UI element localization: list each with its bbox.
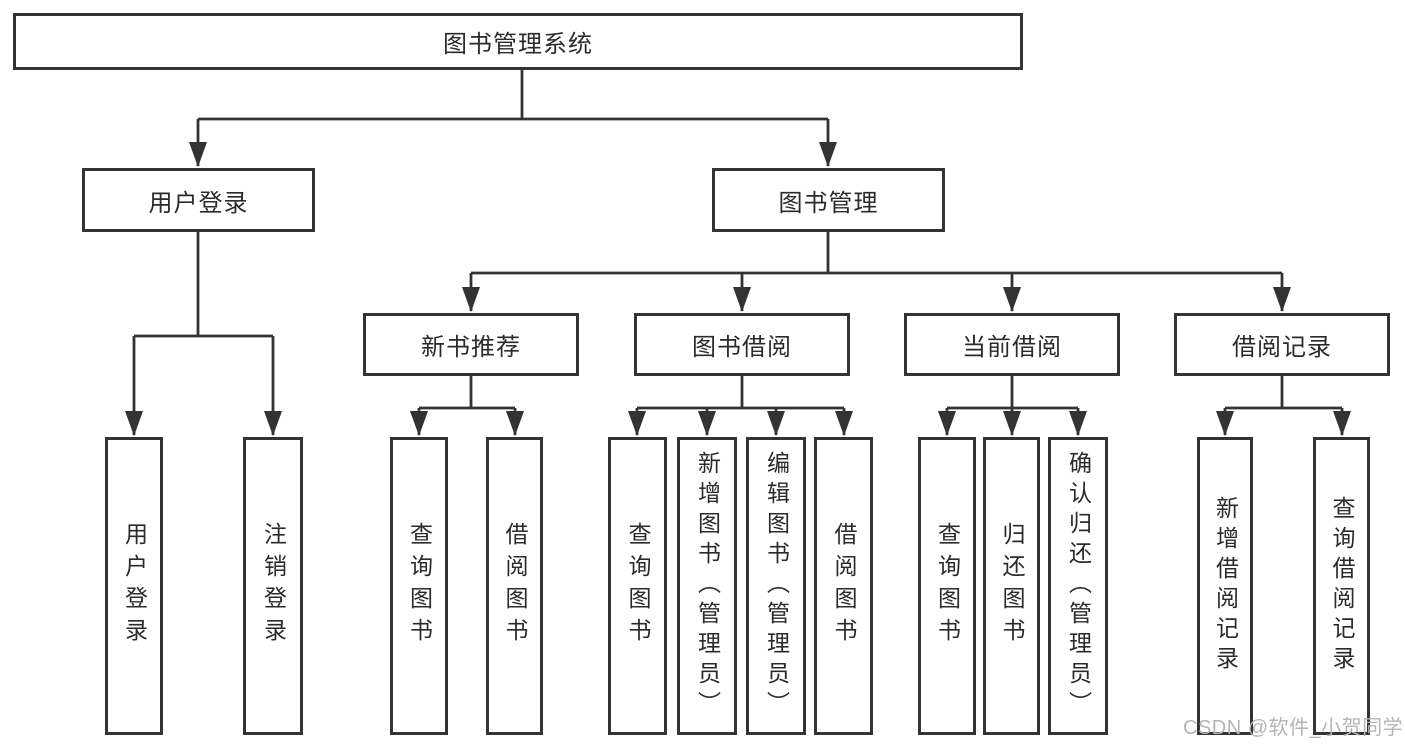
node-new-book-recommend: 新书推荐 [363,313,579,376]
leaf-newbook-borrow-books: 借阅图书 [486,437,543,735]
node-user-login-label: 用户登录 [148,189,249,217]
leaf-logout: 注销登录 [243,437,303,735]
node-user-login: 用户登录 [82,168,315,232]
node-borrow-records-label: 借阅记录 [1232,334,1332,361]
leaf-current-query-books-label: 查询图书 [934,522,961,650]
leaf-borrowing-query-books-label: 查询图书 [625,522,651,650]
leaf-add-books-admin: 新增图书（管理员） [677,437,737,735]
node-root-label: 图书管理系统 [443,31,593,58]
leaf-edit-books-admin: 编辑图书（管理员） [746,437,806,735]
node-root: 图书管理系统 [13,13,1023,70]
leaf-borrowing-borrow-books: 借阅图书 [814,437,873,735]
node-current-borrowing-label: 当前借阅 [962,334,1062,361]
leaf-borrowing-borrow-books-label: 借阅图书 [831,522,857,650]
leaf-add-borrow-record-label: 新增借阅记录 [1212,496,1239,676]
leaf-return-books: 归还图书 [983,437,1040,735]
node-book-management-label: 图书管理 [778,189,879,217]
leaf-newbook-borrow-books-label: 借阅图书 [502,522,528,650]
leaf-newbook-query-books: 查询图书 [390,437,448,735]
node-new-book-recommend-label: 新书推荐 [421,334,521,361]
node-book-borrowing: 图书借阅 [634,313,850,376]
leaf-add-books-admin-label: 新增图书（管理员） [694,451,721,721]
leaf-add-borrow-record: 新增借阅记录 [1197,437,1253,735]
node-book-borrowing-label: 图书借阅 [692,334,792,361]
node-book-management: 图书管理 [712,168,945,232]
leaf-query-borrow-record-label: 查询借阅记录 [1329,496,1355,676]
leaf-current-query-books: 查询图书 [918,437,976,735]
node-current-borrowing: 当前借阅 [904,313,1120,376]
leaf-confirm-return-admin: 确认归还（管理员） [1048,437,1108,735]
leaf-borrowing-query-books: 查询图书 [608,437,667,735]
leaf-query-borrow-record: 查询借阅记录 [1313,437,1370,735]
leaf-return-books-label: 归还图书 [999,522,1025,650]
leaf-logout-label: 注销登录 [260,522,287,650]
node-borrow-records: 借阅记录 [1174,313,1390,376]
csdn-watermark: CSDN @软件_小贺同学 [1183,717,1404,739]
leaf-confirm-return-admin-label: 确认归还（管理员） [1065,451,1092,721]
leaf-user-login-label: 用户登录 [121,522,148,650]
leaf-edit-books-admin-label: 编辑图书（管理员） [763,451,790,721]
leaf-newbook-query-books-label: 查询图书 [406,522,433,650]
leaf-user-login: 用户登录 [105,437,163,735]
